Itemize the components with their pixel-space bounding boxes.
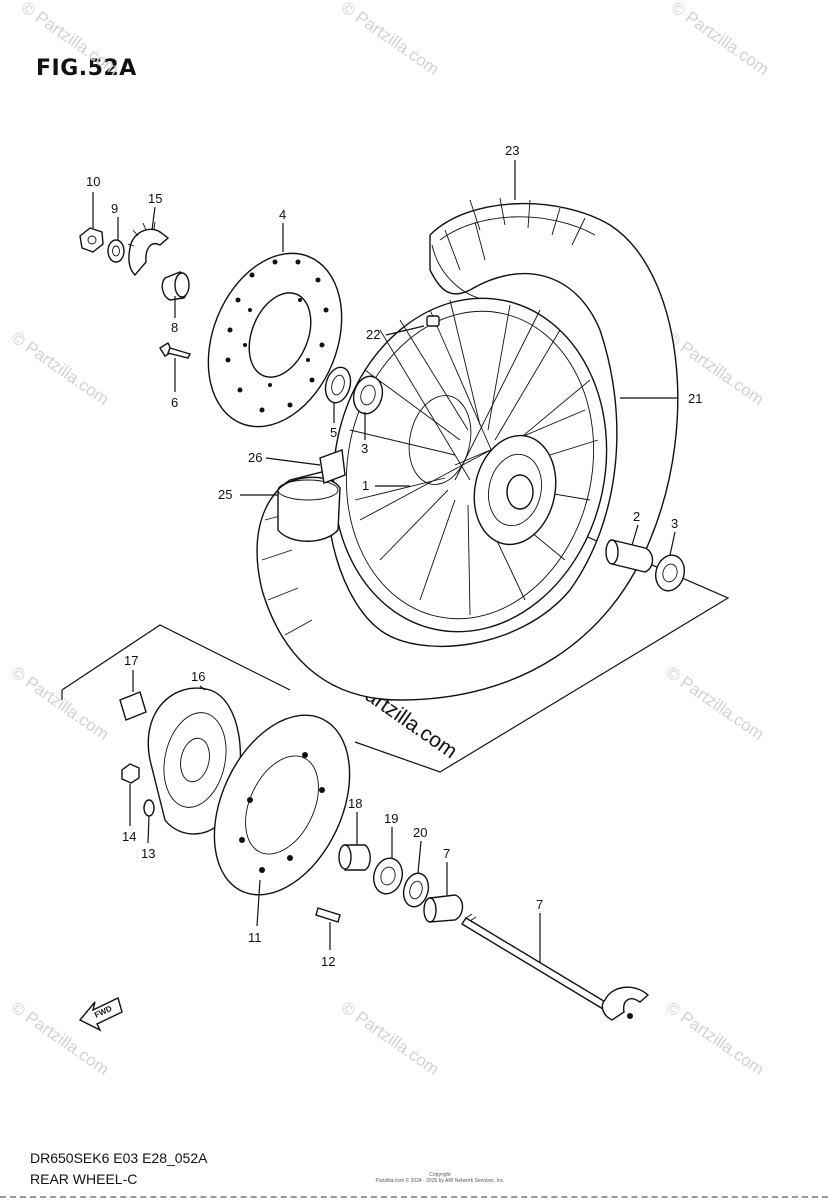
leader-lines — [92, 160, 678, 962]
bearing-3-lower — [654, 554, 686, 592]
wheel-rim — [332, 297, 608, 633]
callout-6: 6 — [171, 395, 178, 410]
callout-2: 2 — [633, 509, 640, 524]
callout-16: 15 — [148, 191, 162, 206]
bearing-3-upper — [352, 375, 384, 415]
copyright-line-1: Copyright — [429, 1172, 451, 1178]
callout-18: 17 — [124, 653, 138, 668]
tube-25 — [277, 476, 341, 542]
callout-10: 9 — [111, 201, 118, 216]
bearing-20 — [372, 857, 404, 895]
bolt-13 — [315, 907, 341, 923]
diagram-subtitle: REAR WHEEL-C — [30, 1171, 138, 1187]
callout-4: 5 — [330, 425, 337, 440]
watermark: © Partzilla.com — [8, 328, 113, 409]
callout-8: 8 — [171, 320, 178, 335]
callout-14: 13 — [141, 846, 155, 861]
watermark: © Partzilla.com — [18, 0, 123, 79]
callout-11: 10 — [86, 174, 100, 189]
callout-24: 23 — [505, 143, 519, 158]
brake-disc — [207, 252, 343, 428]
callout-15: 14 — [122, 829, 136, 844]
spacer-2 — [605, 539, 654, 573]
callout-labels: 10 9 15 4 8 6 22 5 3 26 25 1 23 21 2 3 1… — [86, 143, 702, 969]
washer-10 — [107, 239, 125, 263]
copyright-notice: Copyright Partzilla.com © 2024 - 2025 by… — [360, 1172, 520, 1184]
rear-sprocket-12 — [213, 714, 351, 896]
nut-11 — [79, 227, 104, 253]
bottom-divider — [0, 1196, 828, 1198]
valve-26 — [319, 449, 346, 484]
washer-14 — [143, 799, 155, 817]
watermark: © Partzilla.com — [668, 0, 773, 79]
callout-23: 22 — [366, 327, 380, 342]
callout-25: 25 — [218, 487, 232, 502]
callout-1: 1 — [362, 478, 369, 493]
dust-seal-4 — [324, 366, 352, 404]
spacer-19 — [338, 844, 371, 871]
nut-15 — [121, 763, 140, 784]
callout-7: 7 — [536, 897, 543, 912]
sprocket-drum-17 — [147, 687, 242, 835]
diagram-code: DR650SEK6 E03 E28_052A — [30, 1150, 208, 1166]
callout-5: 4 — [279, 207, 286, 222]
figure-title: FIG.52A — [36, 56, 137, 81]
oil-seal-21 — [402, 872, 430, 908]
callout-12: 11 — [248, 930, 262, 945]
callout-26: 26 — [248, 450, 262, 465]
valve-cap-23 — [426, 315, 440, 327]
sprocket-16 — [127, 221, 170, 277]
callout-20: 19 — [384, 811, 398, 826]
copyright-line-2: Partzilla.com © 2024 - 2025 by ARI Netwo… — [375, 1178, 505, 1184]
fwd-arrow-icon: FWD — [78, 997, 123, 1032]
callout-21: 20 — [413, 825, 427, 840]
callout-17: 16 — [191, 669, 205, 684]
collar-8 — [161, 271, 190, 301]
watermark: © Partzilla.com — [663, 663, 768, 744]
damper-18 — [119, 691, 147, 721]
callout-3: 3 — [361, 441, 368, 456]
watermark: © Partzilla.com — [338, 0, 443, 79]
callout-22: 21 — [688, 391, 702, 406]
watermark: © Partzilla.com — [8, 663, 113, 744]
bolt-6 — [159, 341, 191, 359]
watermark: © Partzilla.com — [663, 998, 768, 1079]
axle-7 — [461, 913, 650, 1021]
callout-19: 18 — [348, 796, 362, 811]
collar-9 — [423, 894, 464, 923]
watermark: © Partzilla.com — [338, 998, 443, 1079]
callout-3b: 3 — [671, 516, 678, 531]
callout-9: 7 — [443, 846, 450, 861]
callout-13: 12 — [321, 954, 335, 969]
